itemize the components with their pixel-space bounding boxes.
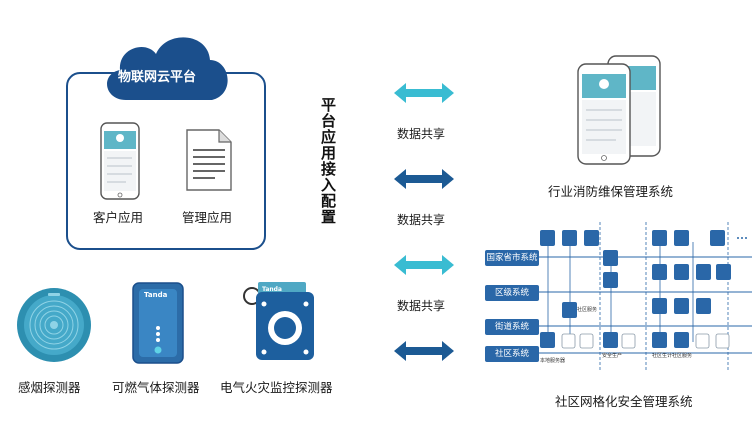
smoke-detector-icon (17, 288, 91, 362)
electric-fire-detector-icon (243, 282, 314, 360)
maintenance-system-label: 行业消防维保管理系统 (548, 184, 674, 199)
electric-detector-label: 电气火灾监控探测器 (220, 380, 333, 395)
data-share-label-3: 数据共享 (397, 299, 446, 313)
gas-detector-brand: Tanda (144, 291, 168, 299)
arrow-bidirectional-3 (394, 255, 454, 275)
client-app-phone-icon[interactable] (100, 122, 140, 200)
sub-label-community-service-2: 社区服务 (672, 353, 693, 359)
sub-label-local-server: 本地服务器 (540, 358, 566, 364)
level-tag-national: 国家省市系统 (485, 250, 539, 266)
level-tag-district: 区级系统 (485, 285, 539, 301)
cloud-icon (107, 37, 228, 100)
manage-app-label: 管理应用 (182, 210, 233, 225)
level-tag-street: 街道系统 (485, 319, 539, 335)
arrow-bidirectional-4 (394, 341, 454, 361)
arrow-bidirectional-2 (394, 169, 454, 189)
sub-label-safety-production: 安全生产 (602, 353, 623, 359)
sub-label-community-service: 社区服务 (577, 307, 598, 313)
smoke-detector-label: 感烟探测器 (18, 380, 81, 395)
community-system-label: 社区网格化安全管理系统 (555, 394, 693, 409)
gas-detector-label: 可燃气体探测器 (112, 380, 200, 395)
gas-detector-icon (132, 282, 184, 364)
access-config-title: 平台应用接入配置 (319, 97, 337, 225)
sub-label-community-livelihood: 社区生计 (652, 353, 673, 359)
platform-title: 物联网云平台 (118, 70, 197, 85)
document-icon[interactable] (185, 128, 233, 192)
client-app-label: 客户应用 (93, 210, 144, 225)
maintenance-app-phones-icon[interactable] (576, 54, 666, 166)
arrow-bidirectional-1 (394, 83, 454, 103)
level-tag-community: 社区系统 (485, 346, 539, 362)
community-grid-network-diagram (538, 222, 752, 372)
data-share-label-2: 数据共享 (397, 213, 446, 227)
data-share-label-1: 数据共享 (397, 127, 446, 141)
electric-detector-brand: Tanda (262, 286, 282, 293)
